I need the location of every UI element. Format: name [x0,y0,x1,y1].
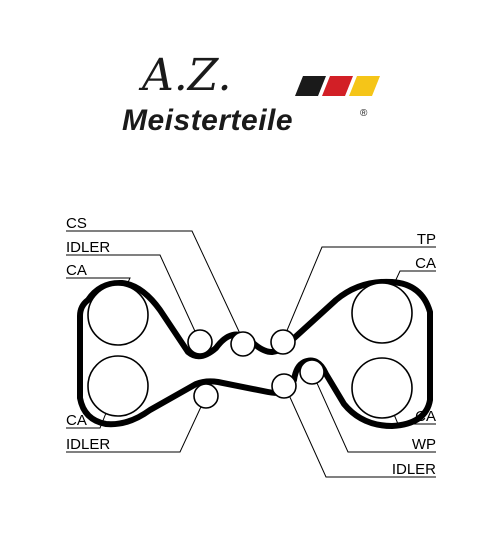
leader-tp [282,246,436,341]
logo-registered-mark: ® [360,108,368,119]
cam-pulley-bottom-right [351,357,413,419]
leader-cs [66,230,244,341]
label-idler-bottom-right: IDLER [392,461,436,478]
cam-pulley-top-left [87,284,149,346]
belt-path [77,278,433,429]
label-ca-bottom-left: CA [66,412,87,429]
leader-wp [311,371,436,453]
pulleys [87,282,413,419]
label-tp: TP [417,231,436,248]
idler-pulley-top-left [187,329,213,355]
crankshaft-pulley [230,331,256,357]
label-ca-bottom-right: CA [415,408,436,425]
label-wp: WP [412,436,436,453]
logo-flag-stripes [295,76,380,96]
label-cs: CS [66,215,87,232]
leader-lines [66,230,436,478]
leader-idler-bottom-right [283,383,436,478]
logo-script-initials: A.Z. [138,50,232,101]
idler-pulley-bottom-right [271,373,297,399]
cam-pulley-top-right [351,282,413,344]
leader-idler-bottom-left [66,395,207,453]
timing-belt [77,278,433,429]
flag-stripe-red [322,76,353,96]
flag-stripe-gold [349,76,380,96]
idler-pulley-bottom-left [193,383,219,409]
flag-stripe-black [295,76,326,96]
label-ca-top-right: CA [415,255,436,272]
brand-logo: A.Z. Meisterteile ® [122,50,380,137]
label-idler-bottom-left: IDLER [66,436,110,453]
leader-idler-top-left [66,254,200,341]
component-labels: CS IDLER CA CA IDLER TP CA CA WP IDLER [66,215,436,478]
tensioner-pulley [270,329,296,355]
label-idler-top-left: IDLER [66,239,110,256]
water-pump-pulley [299,359,325,385]
label-ca-top-left: CA [66,262,87,279]
cam-pulley-bottom-left [87,355,149,417]
logo-brand-name: Meisterteile [122,104,293,137]
